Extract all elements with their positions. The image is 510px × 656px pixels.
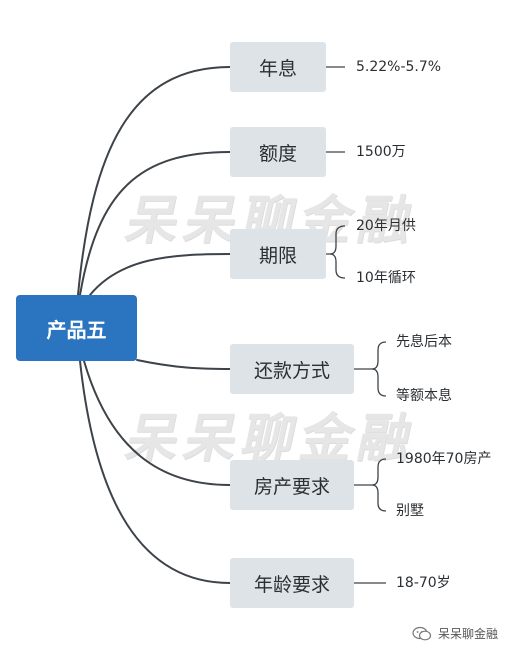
wechat-icon <box>412 626 432 642</box>
footer-brand: 呆呆聊金融 <box>412 625 498 642</box>
branch-qixian: 期限 <box>230 229 326 279</box>
link-root-qixian <box>89 253 231 296</box>
link-root-nianling <box>79 360 231 584</box>
link-root-edu <box>79 151 231 296</box>
link-qixian-leaf-1 <box>314 225 346 255</box>
leaf-qixian-1: 20年月供 <box>356 218 416 234</box>
link-root-nianxi <box>77 66 231 296</box>
leaf-qixian-2: 10年循环 <box>356 270 416 286</box>
link-fangchan-leaf-2 <box>371 484 387 512</box>
leaf-fangchan-1: 1980年70房产 <box>396 451 492 467</box>
leaf-edu: 1500万 <box>356 144 406 160</box>
leaf-fangchan-2: 别墅 <box>396 503 424 519</box>
link-huankuan-leaf-2 <box>371 368 387 397</box>
leaf-nianxi: 5.22%-5.7% <box>356 59 442 75</box>
branch-nianling: 年龄要求 <box>230 558 354 608</box>
link-root-huankuan <box>136 359 231 370</box>
link-qixian-leaf-2 <box>329 253 346 279</box>
branch-fangchan: 房产要求 <box>230 460 354 510</box>
link-huankuan-leaf-1 <box>354 341 387 370</box>
footer-brand-label: 呆呆聊金融 <box>437 627 498 641</box>
leaf-huankuan-2: 等额本息 <box>396 388 452 404</box>
link-root-fangchan <box>83 360 231 486</box>
leaf-huankuan-1: 先息后本 <box>396 334 452 350</box>
root-node: 产品五 <box>16 295 137 361</box>
leaf-nianling: 18-70岁 <box>396 575 451 591</box>
branch-edu: 额度 <box>230 127 326 177</box>
branch-nianxi: 年息 <box>230 42 326 92</box>
branch-huankuan: 还款方式 <box>230 344 354 394</box>
link-fangchan-leaf-1 <box>354 458 387 486</box>
